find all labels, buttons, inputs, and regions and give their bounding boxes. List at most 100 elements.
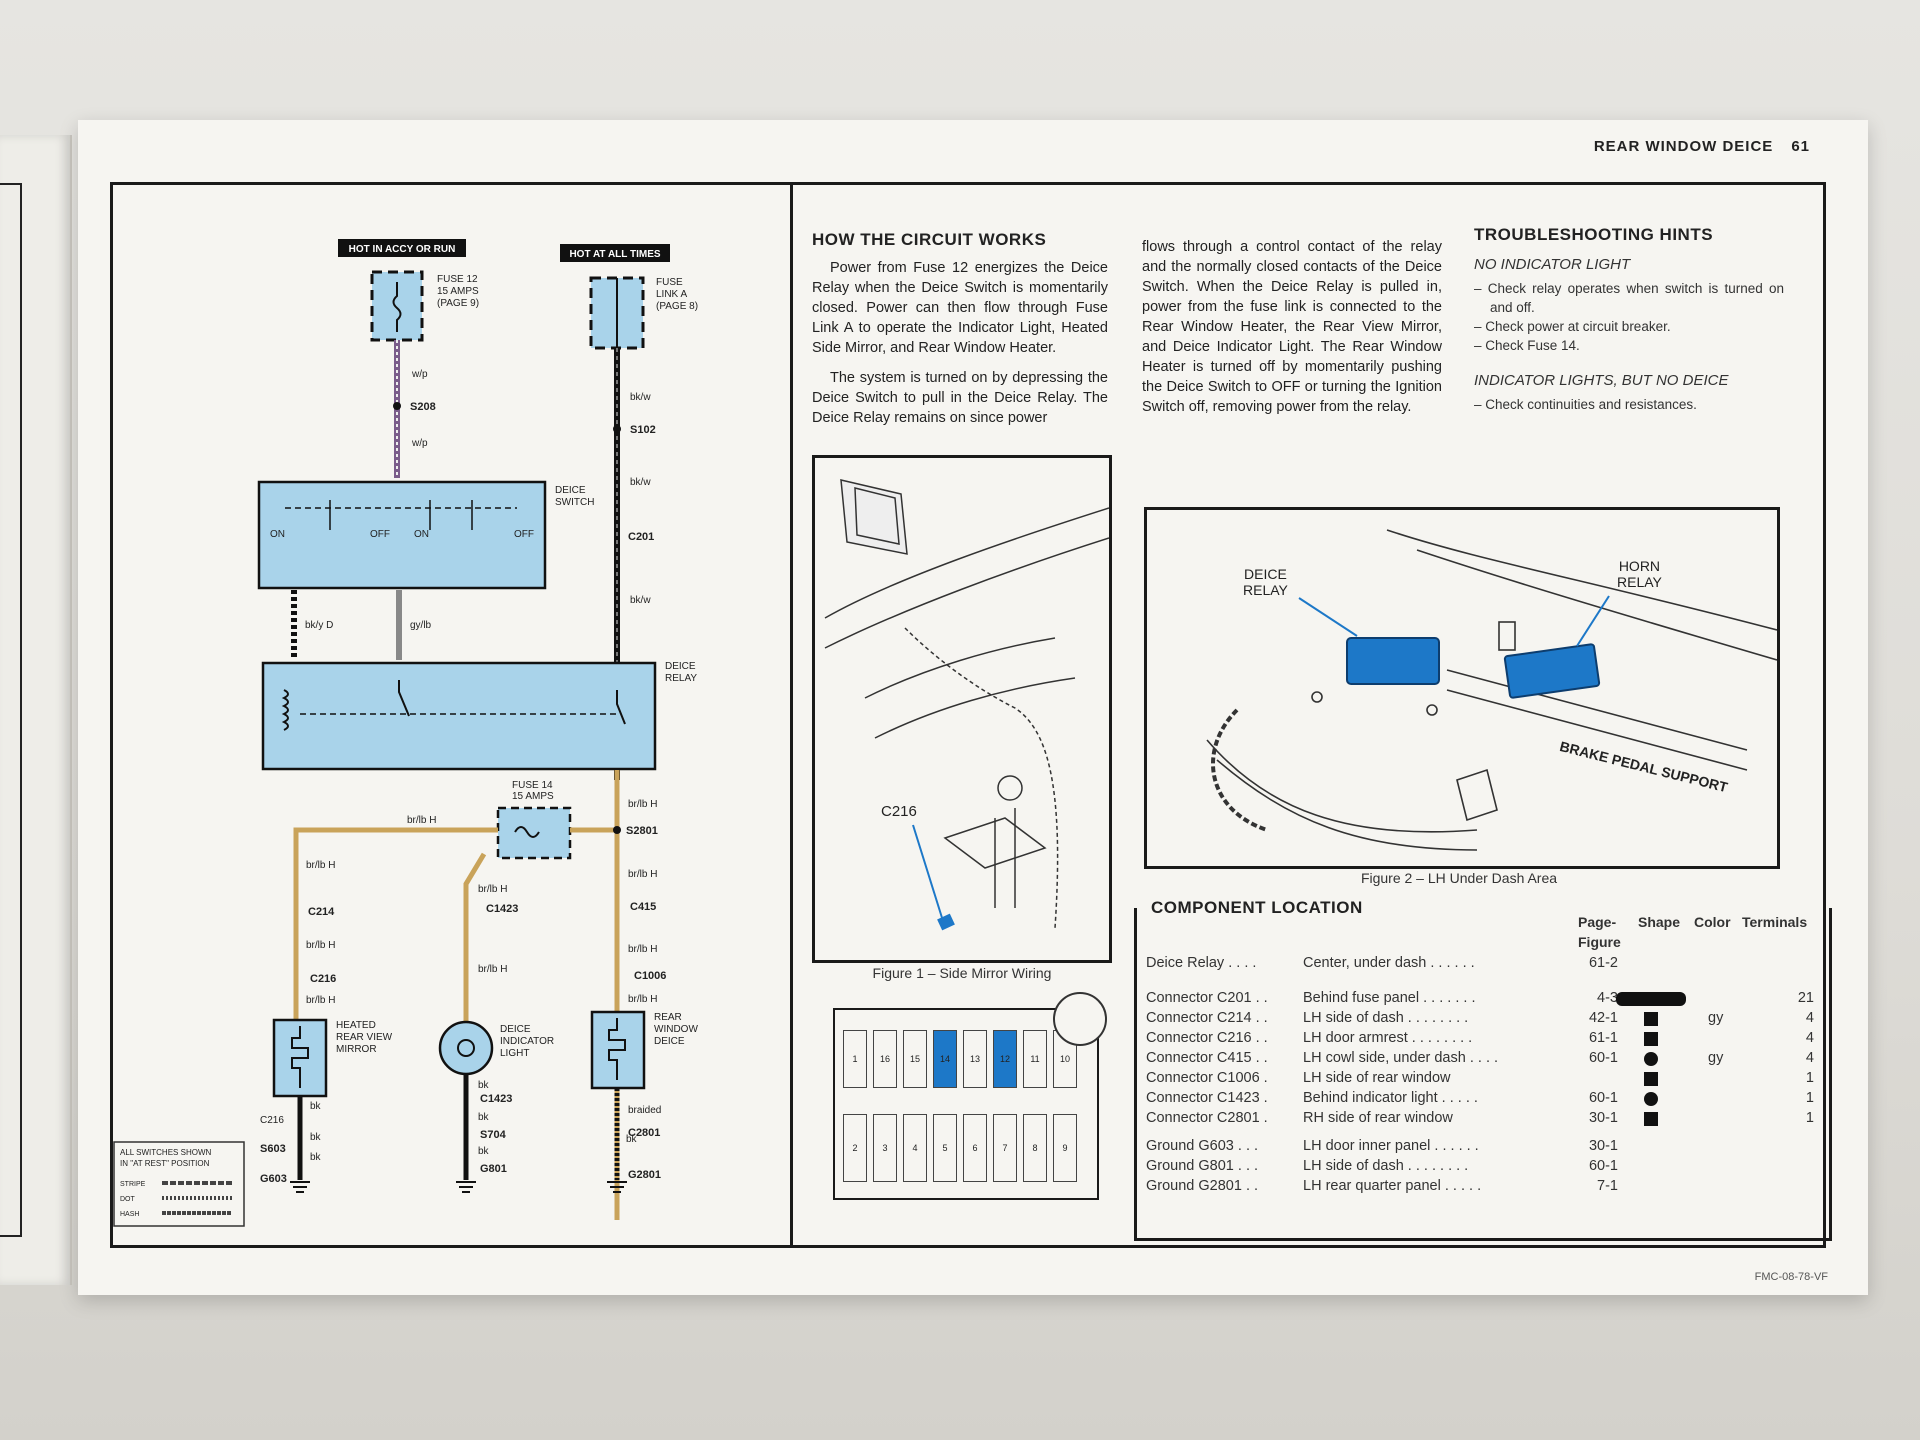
wire-brlbh-label-4: br/lb H [478,884,507,895]
g2801-label: G2801 [628,1169,661,1181]
component-location: LH side of dash . . . . . . . . [1303,1158,1469,1174]
deice-switch-label-2: SWITCH [555,497,594,508]
fuse-number: 9 [1062,1143,1068,1153]
horn-relay-highlight [1503,643,1601,699]
fuse-number: 1 [852,1054,858,1064]
indicator-label-3: LIGHT [500,1048,529,1059]
wire-brlbh-middle [463,852,487,1030]
wire-brlbh-left [293,827,617,1020]
page-frame [110,182,1826,1248]
wire-bkyd-label: bk/y D [305,620,333,631]
hot-all-label-bg [560,244,670,262]
fuse-slot: 2 [843,1114,867,1182]
hot-accy-label-bg [338,239,466,257]
indicator-label-1: DEICE [500,1024,531,1035]
wire-brlbh-label-2: br/lb H [628,799,657,810]
component-location: RH side of rear window [1303,1110,1453,1126]
col-header-figure: Figure [1578,934,1621,950]
fuse-12-label-3: (PAGE 9) [437,298,479,309]
dash-support-lines [1386,529,1778,661]
component-location: LH rear quarter panel . . . . . [1303,1178,1482,1194]
component-page: 7-1 [1597,1178,1618,1194]
component-location-title: COMPONENT LOCATION [1145,898,1369,918]
wire-bk-label-1: bk [310,1101,322,1112]
component-location: LH side of dash . . . . . . . . [1303,1010,1469,1026]
switch-off-1: OFF [370,529,390,540]
indicator-label-2: INDICATOR [500,1036,554,1047]
wire-bkw-label-2: bk/w [630,477,651,488]
fuse-link-label-2: LINK A [656,289,687,300]
wire-brlbh-label-10: br/lb H [628,994,657,1005]
relay-coil [281,689,289,731]
heated-mirror-label-2: REAR VIEW [336,1032,393,1043]
component-name: Connector C201 . . [1146,990,1268,1006]
component-page: 4-3 [1597,990,1618,1006]
connector-shape-icon [1644,1092,1658,1106]
component-color: gy [1708,1010,1724,1026]
fuse-number: 16 [879,1054,890,1064]
component-location: LH door inner panel . . . . . . [1303,1138,1479,1154]
wire-brlbh-label-7: br/lb H [478,964,507,975]
wire-bk-label-4: bk [478,1080,490,1091]
component-page: 60-1 [1588,1158,1618,1174]
switch-on-1: ON [270,529,285,540]
wire-bk-label-5: bk [478,1112,490,1123]
ground-symbols [290,1181,627,1193]
wire-bkw-label-3: bk/w [630,595,651,606]
troubleshooting-sub2: INDICATOR LIGHTS, BUT NO DEICE [1474,372,1729,389]
fuse-slot: 15 [903,1030,927,1088]
switch-off-2: OFF [514,529,534,540]
troubleshooting-title: TROUBLESHOOTING HINTS [1474,225,1714,244]
page-number: 61 [1791,138,1810,155]
door-handle [997,775,1023,801]
c201-label: C201 [628,531,654,543]
fuse-number: 6 [972,1143,978,1153]
deice-label-2: RELAY [1243,582,1288,598]
fuse-slot: 1 [843,1030,867,1088]
fuse-slot: 16 [873,1030,897,1088]
door-top [824,507,1110,649]
c216-connector-highlight [937,913,955,931]
wire-bk-label-6: bk [478,1146,490,1157]
left-page-edge [0,135,72,1285]
c216-callout-arrow [912,824,944,922]
heated-mirror-label-1: HEATED [336,1020,376,1031]
s102-label: S102 [630,424,656,436]
wire-bkw-label-1: bk/w [630,392,651,403]
connector-shape-icon [1644,1032,1658,1046]
how-it-works-title: HOW THE CIRCUIT WORKS [812,230,1047,249]
fuse-number: 3 [882,1143,888,1153]
relay-contacts [398,680,626,725]
fuse-slot: 7 [993,1114,1017,1182]
component-name: Ground G603 . . . [1146,1138,1259,1154]
col-header-color: Color [1694,914,1731,930]
figure-1-box: C216 [812,455,1112,963]
component-row: Connector C216 . .LH door armrest . . . … [1146,1030,1826,1050]
how-it-works-p3: flows through a control contact of the r… [1142,239,1442,415]
c216-label-2: C216 [260,1115,284,1126]
component-location: Center, under dash . . . . . . [1303,955,1475,971]
deice-relay-label-2: RELAY [665,673,697,684]
fuse-slot: 6 [963,1114,987,1182]
hint-item: – Check Fuse 14. [1474,338,1580,353]
fuse-14-label-1: FUSE 14 [512,780,553,791]
component-row: Ground G801 . . .LH side of dash . . . .… [1146,1158,1826,1178]
hint-item: – Check power at circuit breaker. [1474,319,1671,334]
legend-box [113,1141,245,1227]
s704-label: S704 [480,1129,507,1141]
connector-shape-icon [1644,1052,1658,1066]
component-name: Ground G2801 . . [1146,1178,1259,1194]
fuse-slot: 13 [963,1030,987,1088]
legend-item-stripe: STRIPE [120,1181,146,1188]
brake-pedal-support [1446,669,1748,771]
harness-wrap [1211,708,1268,832]
component-page: 30-1 [1588,1110,1618,1126]
fuse-link-label-3: (PAGE 8) [656,301,698,312]
c1423-label: C1423 [486,903,518,915]
fuse-12-label-1: FUSE 12 [437,274,478,285]
rear-window-grid-element [608,1018,626,1080]
figure-2-deice-label: DEICE RELAY [1243,566,1288,598]
